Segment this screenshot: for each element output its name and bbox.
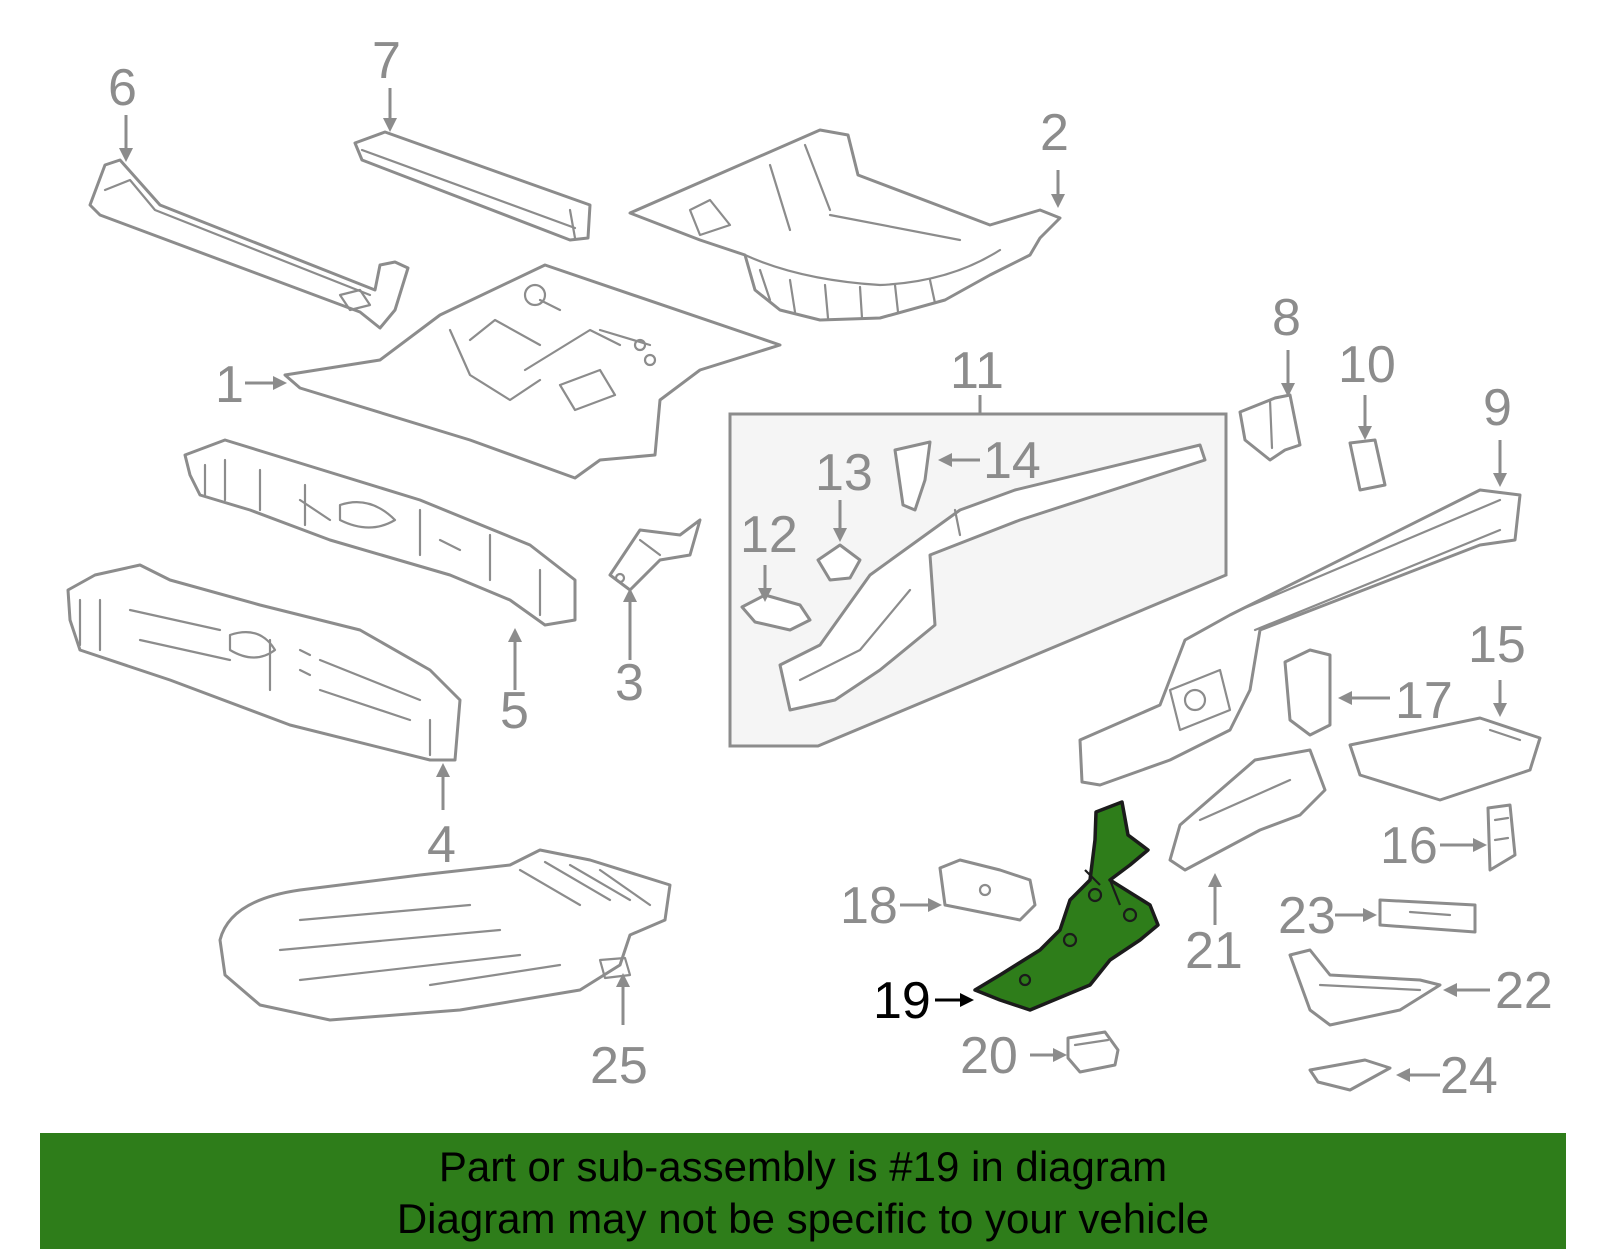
part-13 — [816, 543, 862, 582]
part-6 — [88, 158, 410, 330]
part-16 — [1486, 803, 1517, 872]
callout-labels: 6 7 2 1 3 5 4 25 11 12 13 14 8 10 9 17 1… — [108, 32, 1553, 1105]
callout-1: 1 — [215, 356, 244, 414]
callout-15: 15 — [1468, 616, 1526, 674]
callout-16: 16 — [1380, 817, 1438, 875]
callout-12: 12 — [740, 506, 798, 564]
part-24 — [1308, 1058, 1392, 1092]
callout-21: 21 — [1185, 922, 1243, 980]
callout-3: 3 — [615, 654, 644, 712]
callout-17: 17 — [1395, 672, 1453, 730]
callout-18: 18 — [840, 877, 898, 935]
callout-11: 11 — [950, 342, 1004, 400]
part-10 — [1348, 438, 1387, 492]
callout-24: 24 — [1440, 1047, 1498, 1105]
part-21 — [1168, 748, 1327, 872]
callout-8: 8 — [1272, 289, 1301, 347]
part-18 — [938, 858, 1037, 922]
info-banner: Part or sub-assembly is #19 in diagram D… — [40, 1133, 1566, 1249]
part-14 — [893, 440, 932, 512]
part-8 — [1238, 393, 1302, 462]
part-11 — [778, 443, 1207, 712]
callout-20: 20 — [960, 1027, 1018, 1085]
callout-6: 6 — [108, 59, 137, 117]
banner-line-1: Part or sub-assembly is #19 in diagram — [438, 1143, 1168, 1190]
part-3 — [608, 518, 702, 592]
part-2 — [628, 128, 1062, 322]
callout-13: 13 — [815, 444, 873, 502]
part-9 — [1078, 488, 1522, 787]
part-20 — [1066, 1030, 1120, 1074]
callout-7: 7 — [372, 32, 401, 90]
callout-22: 22 — [1495, 962, 1553, 1020]
part-22 — [1288, 948, 1442, 1027]
callout-4: 4 — [427, 816, 456, 874]
part-19-highlighted[interactable] — [973, 800, 1160, 1012]
part-4 — [66, 563, 462, 762]
part-7 — [353, 130, 592, 242]
banner-line-2: Diagram may not be specific to your vehi… — [396, 1195, 1210, 1242]
callout-25: 25 — [590, 1037, 648, 1095]
part-23 — [1378, 898, 1477, 934]
part-17 — [1283, 648, 1332, 737]
part-25 — [218, 848, 672, 1022]
callout-14: 14 — [983, 432, 1041, 490]
part-1 — [283, 263, 782, 480]
callout-19: 19 — [873, 972, 931, 1030]
callout-10: 10 — [1338, 336, 1396, 394]
leader-arrows — [119, 88, 1507, 1082]
callout-5: 5 — [500, 682, 529, 740]
callout-9: 9 — [1483, 379, 1512, 437]
part-5 — [183, 438, 577, 627]
part-15 — [1348, 716, 1542, 802]
callout-23: 23 — [1278, 887, 1336, 945]
callout-2: 2 — [1040, 104, 1069, 162]
